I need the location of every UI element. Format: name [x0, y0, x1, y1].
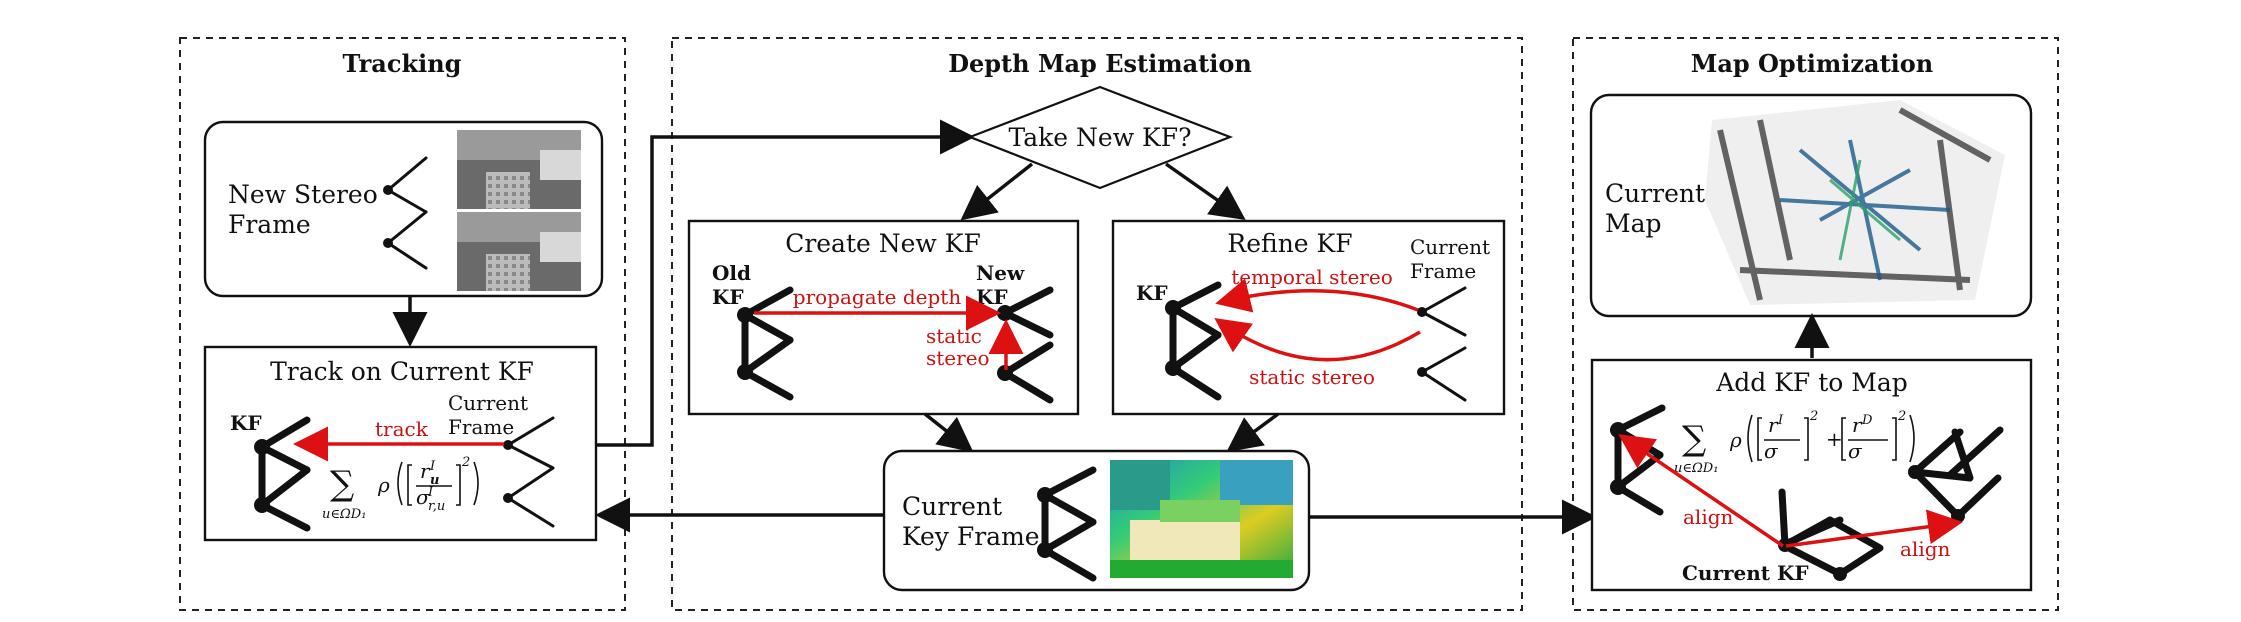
svg-text:2: 2 — [1809, 409, 1818, 424]
new-stereo-frame-box: New Stereo Frame — [203, 120, 604, 298]
svg-text:σ: σ — [1764, 439, 1779, 463]
svg-text:r: r — [420, 459, 431, 483]
current-keyframe-label-1: Current — [902, 492, 1002, 521]
refine-static-stereo-label: static stereo — [1249, 365, 1375, 389]
svg-text:I: I — [429, 459, 436, 474]
new-stereo-frame-label-2: Frame — [228, 210, 311, 239]
current-map-label-2: Map — [1605, 209, 1662, 238]
track-current-frame-label-2: Frame — [448, 415, 514, 439]
stereo-camera-icon — [383, 156, 428, 270]
temporal-stereo-label: temporal stereo — [1231, 265, 1393, 289]
refine-current-frame-camera-icon — [1417, 286, 1467, 402]
add-kf-title: Add KF to Map — [1715, 368, 1908, 397]
align-right-label: align — [1900, 537, 1951, 561]
svg-text:r: r — [1852, 413, 1863, 437]
old-kf-label-2: KF — [712, 285, 744, 309]
current-kf-label: Current KF — [1682, 561, 1809, 585]
svg-text:r,u: r,u — [428, 499, 445, 514]
svg-text:∑: ∑ — [1682, 419, 1706, 459]
kf-camera-icon — [254, 416, 311, 532]
tracking-title: Tracking — [343, 49, 462, 78]
svg-text:I: I — [427, 485, 434, 500]
static-stereo-refine-arrow — [1214, 317, 1421, 362]
track-kf-label: KF — [230, 411, 262, 435]
arrow-decision-to-refine — [1164, 162, 1246, 221]
new-stereo-frame-label-1: New Stereo — [228, 180, 378, 209]
arrow-decision-to-create — [960, 162, 1034, 221]
svg-text:u: u — [430, 473, 439, 488]
svg-text:ρ: ρ — [377, 473, 390, 497]
arrow-track-to-decision — [596, 119, 975, 447]
current-keyframe-box: Current Key Frame — [882, 449, 1311, 592]
current-map-box: Current Map — [1589, 93, 2033, 318]
new-kf-label-1: New — [976, 261, 1025, 285]
svg-text:D: D — [1861, 413, 1873, 428]
align-left-arrow — [1618, 434, 1784, 548]
svg-text:ρ: ρ — [1729, 428, 1742, 452]
stereo-image-top — [457, 130, 581, 209]
create-kf-box: Create New KF Old KF New KF propagate de… — [687, 219, 1080, 416]
arrow-refine-to-keyframe — [1226, 412, 1280, 453]
mapopt-panel: Map Optimization — [1572, 37, 2059, 611]
track-formula: ∑ u∈ΩD₁ ρ r I u σ I r,u 2 — [322, 455, 479, 522]
arrow-create-to-keyframe — [923, 412, 974, 453]
refine-kf-camera-icon — [1165, 281, 1222, 401]
refine-kf-label: KF — [1136, 281, 1168, 305]
track-current-frame-label-1: Current — [448, 391, 528, 415]
svg-text:r: r — [1768, 413, 1779, 437]
svg-text:2: 2 — [1897, 409, 1906, 424]
current-frame-camera-icon — [503, 416, 555, 528]
old-kf-label-1: Old — [712, 261, 751, 285]
refine-current-frame-label-1: Current — [1410, 235, 1490, 259]
refine-kf-title: Refine KF — [1227, 229, 1352, 258]
add-formula: ∑ u∈ΩD₁ ρ r I σ 2 + r D σ 2 — [1674, 409, 1915, 476]
depth-title: Depth Map Estimation — [948, 49, 1252, 78]
keyframe-depth-image — [1110, 460, 1293, 578]
track-label: track — [375, 417, 429, 441]
new-kf-camera-icon — [997, 286, 1054, 404]
temporal-stereo-arrow — [1215, 278, 1419, 313]
track-box: Track on Current KF KF Current Frame tra… — [203, 345, 598, 542]
create-static-label-1: static — [926, 324, 982, 348]
decision-label: Take New KF? — [1009, 123, 1192, 152]
align-right-arrow — [1785, 509, 1963, 548]
current-keyframe-label-2: Key Frame — [902, 522, 1040, 551]
svg-text:∑: ∑ — [330, 464, 354, 504]
align-left-label: align — [1683, 505, 1734, 529]
mapopt-title: Map Optimization — [1691, 49, 1934, 78]
depth-panel: Depth Map Estimation — [671, 37, 1523, 611]
map-pointcloud-image — [1705, 100, 2005, 305]
stereo-image-bottom — [457, 212, 581, 291]
svg-text:+: + — [1826, 427, 1843, 451]
refine-current-frame-label-2: Frame — [1410, 259, 1476, 283]
svg-text:2: 2 — [461, 455, 470, 470]
svg-text:u∈ΩD₁: u∈ΩD₁ — [322, 507, 366, 522]
tracking-panel: Tracking — [179, 37, 626, 611]
refine-kf-box: Refine KF KF Current Frame temporal ster… — [1111, 219, 1506, 416]
svg-text:u∈ΩD₁: u∈ΩD₁ — [1674, 461, 1718, 476]
create-kf-title: Create New KF — [785, 229, 981, 258]
keyframe-camera-icon — [1037, 466, 1097, 582]
svg-text:σ: σ — [1848, 439, 1863, 463]
current-map-label-1: Current — [1605, 179, 1705, 208]
propagate-depth-label: propagate depth — [793, 285, 962, 309]
create-static-label-2: stereo — [926, 346, 990, 370]
svg-text:σ: σ — [416, 485, 431, 509]
svg-text:I: I — [1777, 413, 1784, 428]
old-kf-camera-icon — [737, 286, 794, 401]
add-kf-box: Add KF to Map ∑ u∈ΩD₁ ρ r I σ 2 + r D σ … — [1590, 358, 2033, 592]
decision-diamond: Take New KF? — [966, 85, 1234, 190]
track-box-title: Track on Current KF — [270, 357, 534, 386]
